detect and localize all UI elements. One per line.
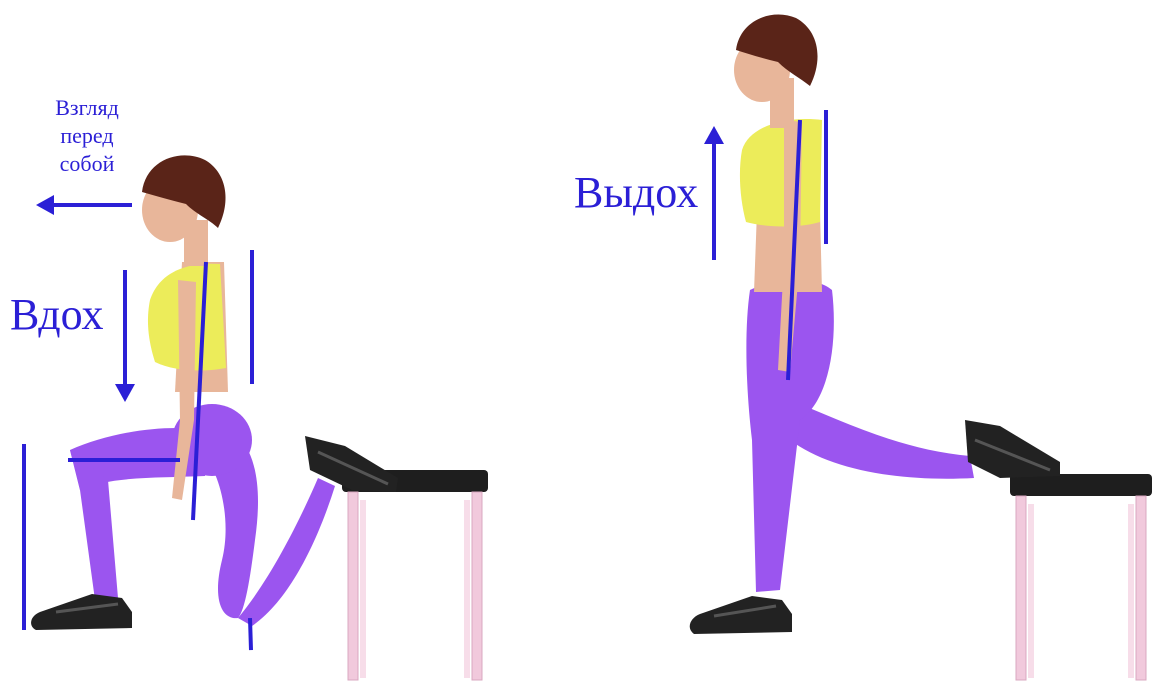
inhale-label: Вдох (10, 290, 104, 340)
exhale-label: Выдох (574, 168, 698, 218)
gaze-label-line-2: перед (34, 122, 140, 150)
gaze-label: Взгляд перед собой (34, 94, 140, 178)
right-figure-standing (690, 15, 1060, 634)
right-bench (1010, 474, 1152, 680)
gaze-label-line-1: Взгляд (34, 94, 140, 122)
arrow-left-icon (36, 195, 132, 215)
arrow-up-icon (704, 126, 724, 260)
knee-guide-line (250, 618, 251, 650)
arrow-down-icon (115, 270, 135, 402)
left-figure-lunge (31, 155, 398, 630)
gaze-label-line-3: собой (34, 150, 140, 178)
left-bench (342, 470, 488, 680)
